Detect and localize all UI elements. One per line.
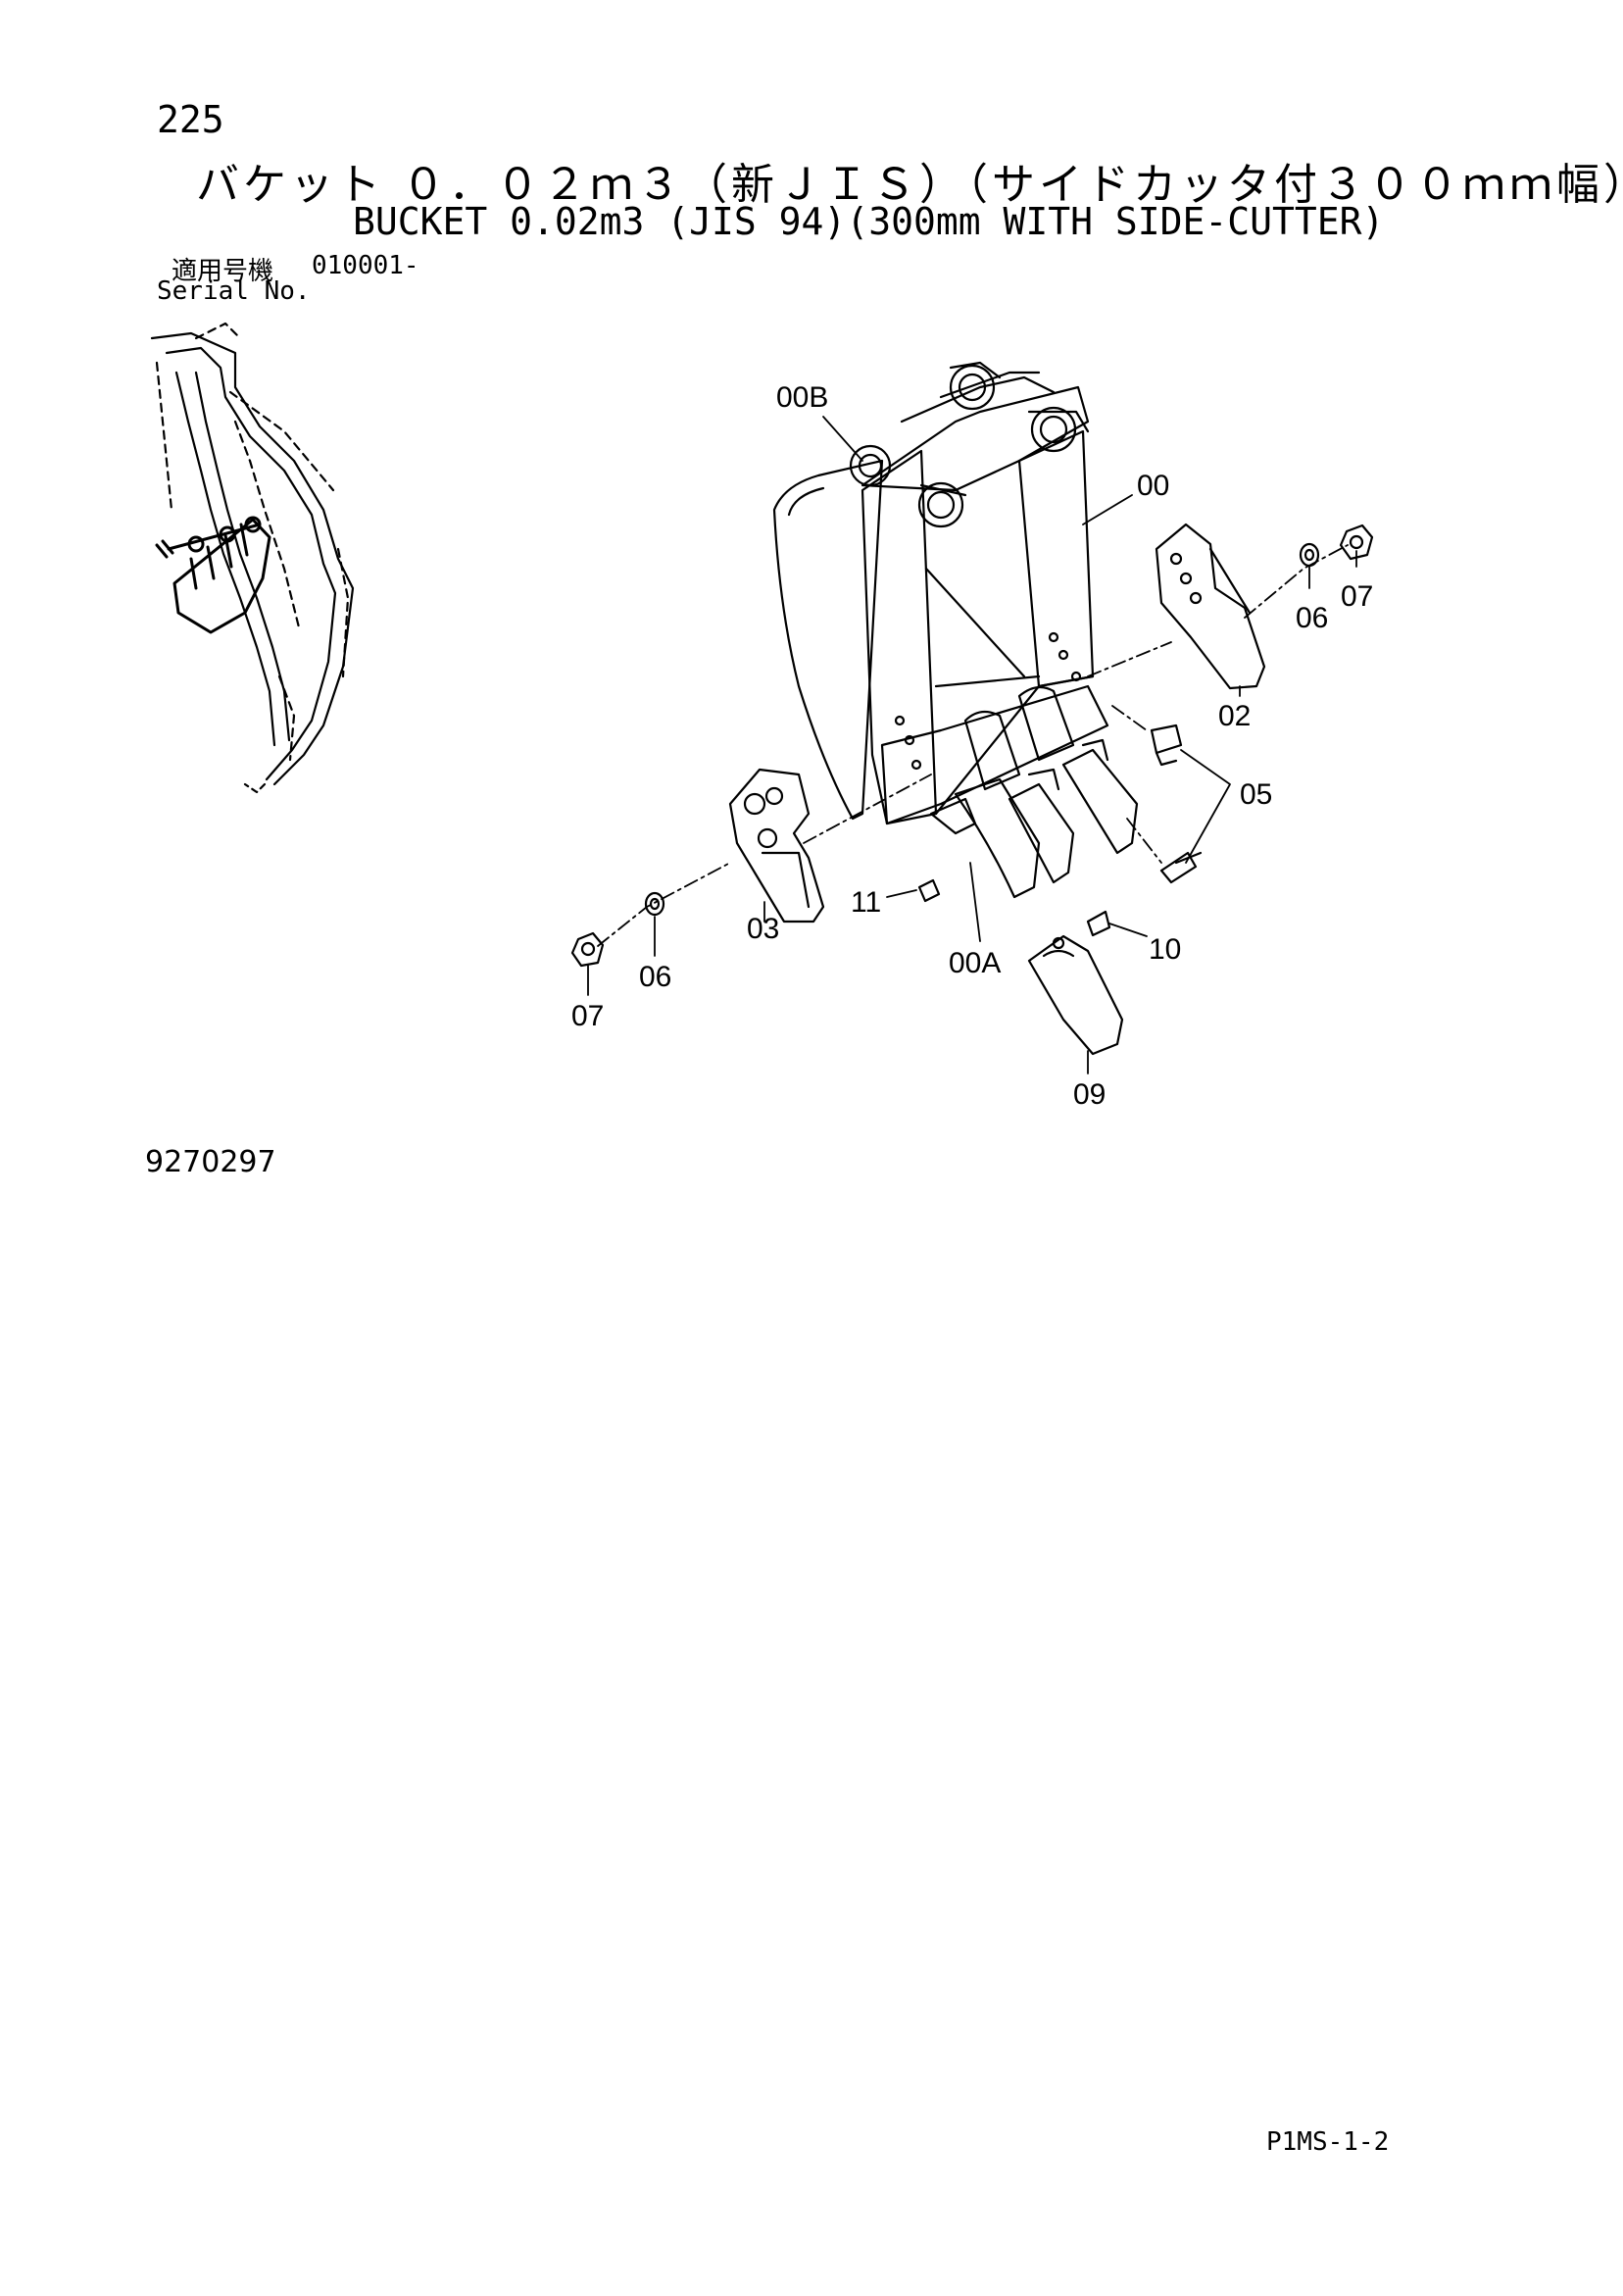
washers-nuts — [570, 524, 1374, 968]
serial-label-en: Serial No. — [157, 276, 311, 306]
bolts-05 — [1150, 724, 1203, 884]
callout-00A: 00A — [949, 947, 1001, 979]
page-number: 225 — [157, 98, 224, 141]
serial-value: 010001- — [312, 251, 419, 280]
callout-03: 03 — [747, 913, 779, 945]
callout-00B: 00B — [776, 381, 828, 414]
callout-labels: 00B 00 06 07 02 05 11 03 00A 10 06 07 09 — [571, 381, 1373, 1111]
pins — [917, 878, 1111, 937]
tooth-09 — [1027, 934, 1124, 1056]
callout-02: 02 — [1218, 700, 1251, 732]
side-cutter-left — [728, 768, 825, 923]
callout-00: 00 — [1137, 470, 1169, 502]
page-code: P1MS-1-2 — [1266, 2127, 1390, 2157]
callout-11: 11 — [851, 886, 881, 919]
bucket-assembly — [772, 361, 1139, 899]
callout-06-right: 06 — [1296, 602, 1328, 634]
title-japanese: バケット ０．０２ｍ３（新ＪＩＳ）（サイドカッタ付３００ｍｍ幅） — [196, 160, 1623, 210]
callout-10: 10 — [1149, 933, 1181, 966]
callout-07-left: 07 — [571, 1000, 604, 1032]
side-cutter-right — [1155, 523, 1266, 690]
excavator-arm-inset — [150, 322, 355, 794]
title-english: BUCKET 0.02m3 (JIS 94)(300mm WITH SIDE-C… — [353, 200, 1385, 243]
callout-06-left: 06 — [639, 961, 671, 993]
callout-09: 09 — [1073, 1078, 1106, 1111]
figure-code: 9270297 — [145, 1145, 276, 1179]
serial-label-jp: 適用号機 — [172, 257, 274, 286]
leader-lines — [587, 416, 1357, 1074]
callout-05: 05 — [1240, 778, 1272, 811]
callout-07-right: 07 — [1341, 580, 1373, 613]
assembly-lines — [597, 544, 1349, 947]
